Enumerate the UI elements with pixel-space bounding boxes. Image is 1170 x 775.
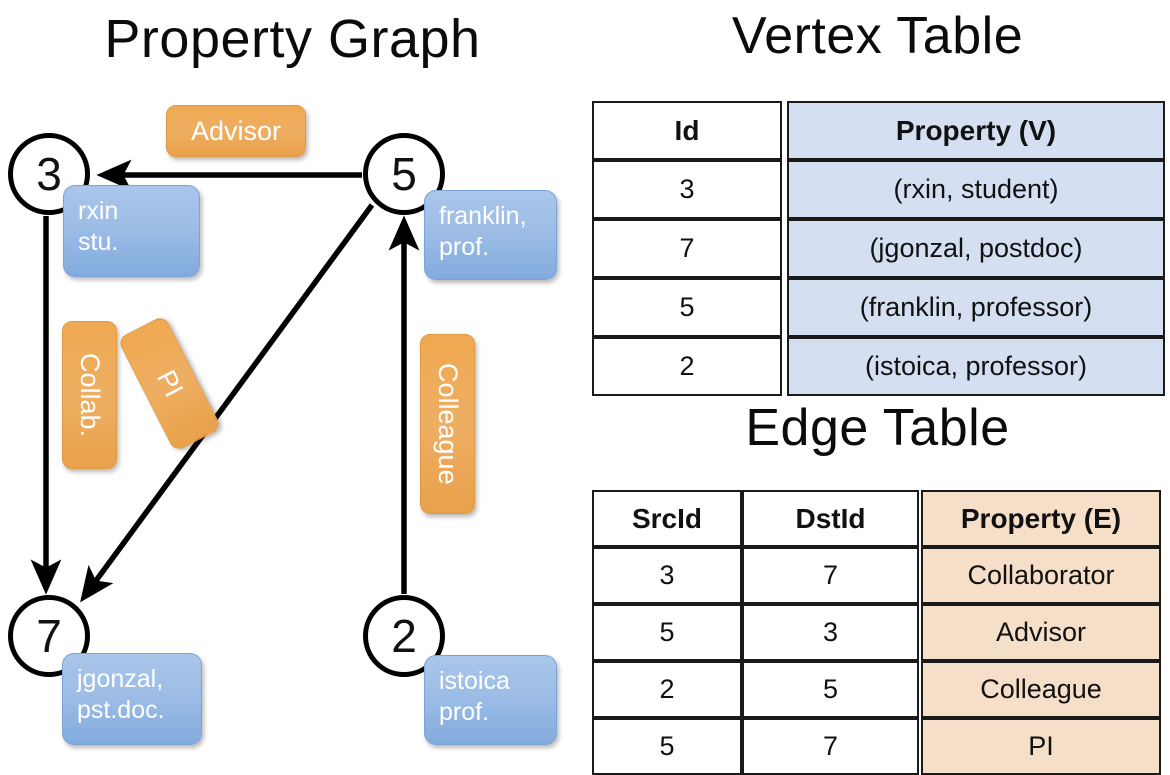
- edge-arrow-5-to-7: [80, 203, 375, 603]
- edge-row-3-dst: 7: [742, 718, 919, 775]
- table-row: 2 5 Colleague: [592, 661, 1161, 718]
- node-property-istoica-line2: prof.: [439, 697, 490, 726]
- edge-table-column-gap: [919, 547, 921, 604]
- edge-table-header-row: SrcId DstId Property (E): [592, 490, 1161, 547]
- edge-table-header-property: Property (E): [921, 490, 1161, 547]
- graph-node-2[interactable]: 2: [363, 595, 445, 677]
- edge-table: SrcId DstId Property (E) 3 7 Collaborato…: [592, 490, 1161, 775]
- edge-row-0-property: Collaborator: [921, 547, 1161, 604]
- vertex-table-column-gap: [782, 101, 787, 160]
- edge-table-column-gap: [919, 661, 921, 718]
- vertex-table-header-id: Id: [592, 101, 782, 160]
- table-row: 3 (rxin, student): [592, 160, 1165, 219]
- graph-node-5-label: 5: [391, 148, 417, 200]
- vertex-row-1-id: 7: [592, 219, 782, 278]
- node-property-box-rxin: rxin stu.: [63, 185, 200, 277]
- node-property-box-franklin: franklin, prof.: [424, 190, 557, 280]
- vertex-row-2-property: (franklin, professor): [787, 278, 1165, 337]
- graph-node-2-label: 2: [391, 610, 417, 662]
- edge-row-1-src: 5: [592, 604, 742, 661]
- vertex-table-column-gap: [782, 337, 787, 396]
- edge-row-1-property: Advisor: [921, 604, 1161, 661]
- node-property-box-jgonzal: jgonzal, pst.doc.: [62, 653, 202, 745]
- node-property-jgonzal-line1: jgonzal,: [77, 665, 164, 693]
- node-property-box-istoica: istoica prof.: [424, 655, 557, 745]
- edge-label-advisor-text: Advisor: [190, 115, 282, 146]
- vertex-row-1-property: (jgonzal, postdoc): [787, 219, 1165, 278]
- vertex-table-header-property: Property (V): [787, 101, 1165, 160]
- table-row: 2 (istoica, professor): [592, 337, 1165, 396]
- edge-row-2-property: Colleague: [921, 661, 1161, 718]
- table-row: 5 7 PI: [592, 718, 1161, 775]
- node-property-rxin-line2: stu.: [78, 227, 119, 256]
- node-property-franklin-line1: franklin,: [439, 202, 527, 230]
- edge-label-collab: Collab.: [62, 321, 117, 469]
- edge-row-3-src: 5: [592, 718, 742, 775]
- edge-table-column-gap: [919, 490, 921, 547]
- edge-table-header-dstid: DstId: [742, 490, 919, 547]
- edge-row-2-src: 2: [592, 661, 742, 718]
- edge-table-column-gap: [919, 718, 921, 775]
- edge-label-colleague: Colleague: [420, 334, 475, 514]
- edge-row-0-src: 3: [592, 547, 742, 604]
- table-row: 7 (jgonzal, postdoc): [592, 219, 1165, 278]
- graph-node-3-label: 3: [36, 148, 62, 200]
- node-property-franklin-line2: prof.: [439, 232, 490, 261]
- vertex-table: Id Property (V) 3 (rxin, student) 7 (jgo…: [592, 101, 1165, 396]
- graph-edge-arrows: [30, 159, 420, 603]
- page-title-edge-table: Edge Table: [745, 399, 1010, 457]
- vertex-row-3-id: 2: [592, 337, 782, 396]
- vertex-table-column-gap: [782, 278, 787, 337]
- property-graph-diagram: 3 5 7 2 rxin stu. franklin, prof. jgonza…: [0, 0, 585, 760]
- node-property-jgonzal-line2: pst.doc.: [77, 695, 165, 724]
- vertex-table-header-row: Id Property (V): [592, 101, 1165, 160]
- vertex-row-0-property: (rxin, student): [787, 160, 1165, 219]
- vertex-table-column-gap: [782, 160, 787, 219]
- node-property-istoica-line1: istoica: [439, 667, 510, 695]
- graph-node-5[interactable]: 5: [363, 133, 445, 215]
- edge-label-advisor: Advisor: [166, 105, 306, 157]
- vertex-row-2-id: 5: [592, 278, 782, 337]
- edge-table-header-srcid: SrcId: [592, 490, 742, 547]
- table-row: 5 (franklin, professor): [592, 278, 1165, 337]
- edge-row-3-property: PI: [921, 718, 1161, 775]
- edge-row-2-dst: 5: [742, 661, 919, 718]
- node-property-rxin-line1: rxin: [78, 197, 119, 225]
- edge-row-0-dst: 7: [742, 547, 919, 604]
- page-title-property-graph: Property Graph: [104, 9, 481, 69]
- table-row: 3 7 Collaborator: [592, 547, 1161, 604]
- graph-node-7-label: 7: [36, 610, 62, 662]
- vertex-row-3-property: (istoica, professor): [787, 337, 1165, 396]
- edge-label-colleague-text: Colleague: [433, 363, 463, 485]
- edge-row-1-dst: 3: [742, 604, 919, 661]
- edge-table-column-gap: [919, 604, 921, 661]
- vertex-table-column-gap: [782, 219, 787, 278]
- vertex-row-0-id: 3: [592, 160, 782, 219]
- edge-label-pi-text: PI: [150, 365, 190, 402]
- table-row: 5 3 Advisor: [592, 604, 1161, 661]
- edge-label-collab-text: Collab.: [75, 352, 105, 438]
- page-title-vertex-table: Vertex Table: [731, 7, 1024, 65]
